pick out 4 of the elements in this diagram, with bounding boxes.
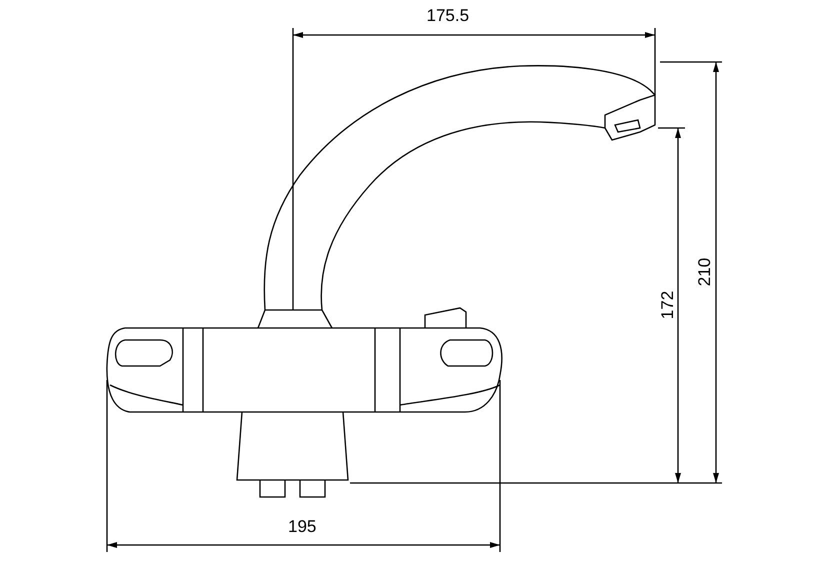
dimension-label: 195: [288, 518, 316, 536]
dimension-label: 175.5: [426, 7, 470, 25]
dimension-label: 172: [659, 290, 678, 320]
dimension-label: 210: [696, 258, 714, 286]
